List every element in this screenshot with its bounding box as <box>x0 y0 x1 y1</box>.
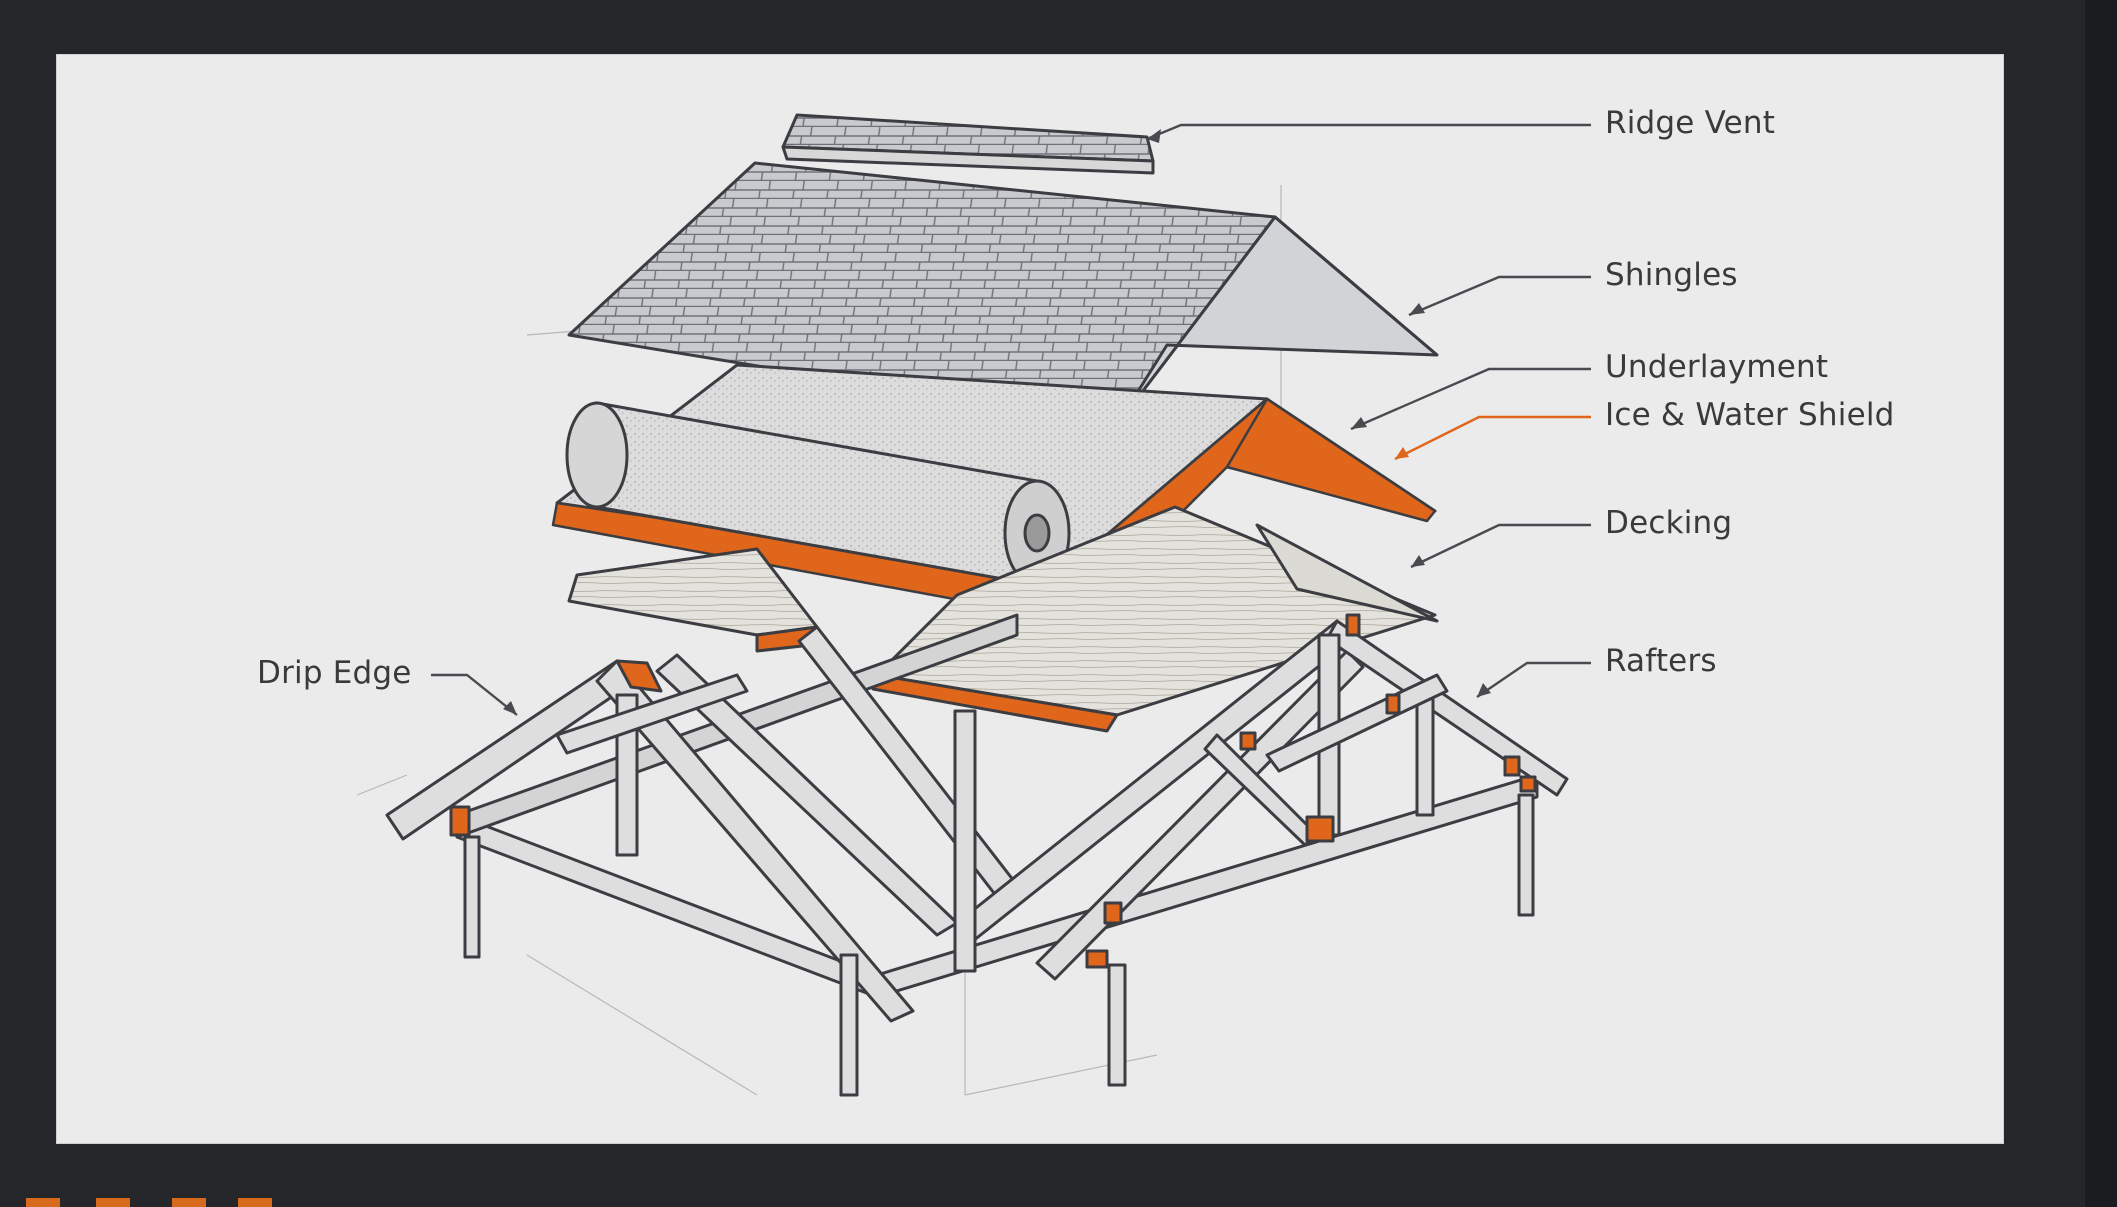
rafters-frame <box>385 613 1569 1097</box>
label-underlayment: Underlayment <box>1605 349 1829 385</box>
side-bar <box>2085 0 2117 1207</box>
label-shingles: Shingles <box>1605 257 1738 293</box>
ridge-vent <box>781 113 1155 175</box>
leader-arrowheads <box>503 129 1491 715</box>
label-ridge-vent: Ridge Vent <box>1605 105 1776 141</box>
decking-layer <box>567 505 1439 733</box>
roof-exploded-diagram <box>356 113 1591 1097</box>
shingles-layer <box>567 161 1439 427</box>
diagram-panel: Ridge Vent Shingles Underlayment Ice & W… <box>56 54 2004 1144</box>
label-rafters: Rafters <box>1605 643 1717 679</box>
label-decking: Decking <box>1605 505 1733 541</box>
label-drip-edge: Drip Edge <box>257 655 412 691</box>
label-ice-water-shield: Ice & Water Shield <box>1605 397 1895 433</box>
bottom-accent-marks <box>26 1198 286 1207</box>
